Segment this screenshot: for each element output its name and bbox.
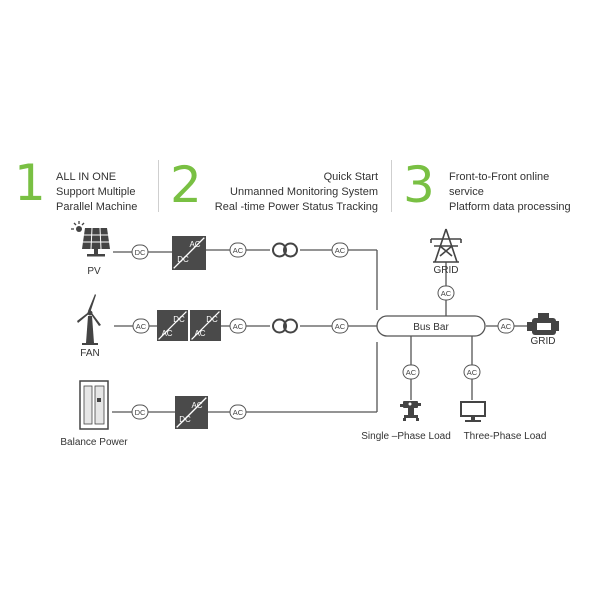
feature-3-line-3: Platform data processing [449,201,571,213]
converter-fan-1: DC AC [157,310,188,341]
converter-label-dc: DC [179,415,191,424]
ac-connector-label: AC [233,322,244,331]
ac-connector-label: AC [233,246,244,255]
converter-label-dc: DC [177,255,189,264]
monitor-load-icon [460,401,486,422]
bus-bar-label: Bus Bar [413,322,449,333]
generator-engine-icon [527,313,559,335]
transformer-icon [272,318,298,334]
feature-1-line-2: Support Multiple [56,186,136,198]
feature-2-line-2: Unmanned Monitoring System [230,186,378,198]
grid-right-label: GRID [531,336,556,347]
pump-load-icon [400,401,421,421]
ac-connector-tag: AC [132,318,150,334]
converter-label-ac: AC [191,401,202,410]
ac-connector-label: AC [233,408,244,417]
feature-2-line-1: Quick Start [323,171,378,183]
fan-label: FAN [80,348,99,359]
ac-connector-tag: AC [229,318,247,334]
ac-connector-tag: AC [437,285,455,301]
feature-1-line-3: Parallel Machine [56,201,138,213]
dc-connector-label: DC [135,408,146,417]
feature-1-line-1: ALL IN ONE [56,171,117,183]
converter-fan-2: DC AC [190,310,221,341]
three-phase-load-label: Three-Phase Load [464,431,547,442]
converter-label-dc: DC [173,315,185,324]
ac-connector-label: AC [136,322,147,331]
converter-label-ac: AC [161,329,172,338]
ac-connector-tag: AC [463,364,481,380]
ac-connector-tag: AC [497,318,515,334]
feature-2-text: Quick Start Unmanned Monitoring System R… [206,170,378,215]
feature-2-number: 2 [170,156,202,214]
transformer-icon [272,242,298,258]
feature-1-text: ALL IN ONE Support Multiple Parallel Mac… [56,170,137,215]
feature-divider-1 [158,160,159,212]
converter-label-dc: DC [206,315,218,324]
ac-connector-tag: AC [229,242,247,258]
ac-connector-tag: AC [331,242,349,258]
ac-connector-tag: AC [331,318,349,334]
bus-bar [376,315,486,337]
converter-pv: AC DC [172,236,206,270]
battery-cabinet-icon [79,380,109,430]
ac-connector-label: AC [501,322,512,331]
feature-3-number: 3 [403,156,435,214]
feature-1-number: 1 [14,154,46,212]
ac-connector-label: AC [467,368,478,377]
dc-connector-label: DC [135,248,146,257]
feature-2-line-3: Real -time Power Status Tracking [214,201,378,213]
solar-panel-icon [71,221,110,257]
pv-label: PV [87,266,101,277]
ac-connector-tag: AC [402,364,420,380]
feature-divider-2 [391,160,392,212]
feature-3-line-2: service [449,186,484,198]
ac-connector-tag: AC [229,404,247,420]
dc-connector-tag: DC [131,404,149,420]
ac-connector-label: AC [406,368,417,377]
ac-connector-label: AC [335,322,346,331]
converter-balance: AC DC [175,396,208,429]
ac-connector-label: AC [335,246,346,255]
single-phase-load-label: Single –Phase Load [361,431,451,442]
dc-connector-tag: DC [131,244,149,260]
wind-turbine-icon [77,294,101,345]
grid-top-label: GRID [434,265,459,276]
ac-connector-label: AC [441,289,452,298]
feature-3-text: Front-to-Front online service Platform d… [449,170,571,215]
feature-3-line-1: Front-to-Front online [449,171,550,183]
converter-label-ac: AC [194,329,205,338]
transmission-tower-icon [430,228,462,263]
balance-power-label: Balance Power [60,437,128,448]
converter-label-ac: AC [189,240,200,249]
